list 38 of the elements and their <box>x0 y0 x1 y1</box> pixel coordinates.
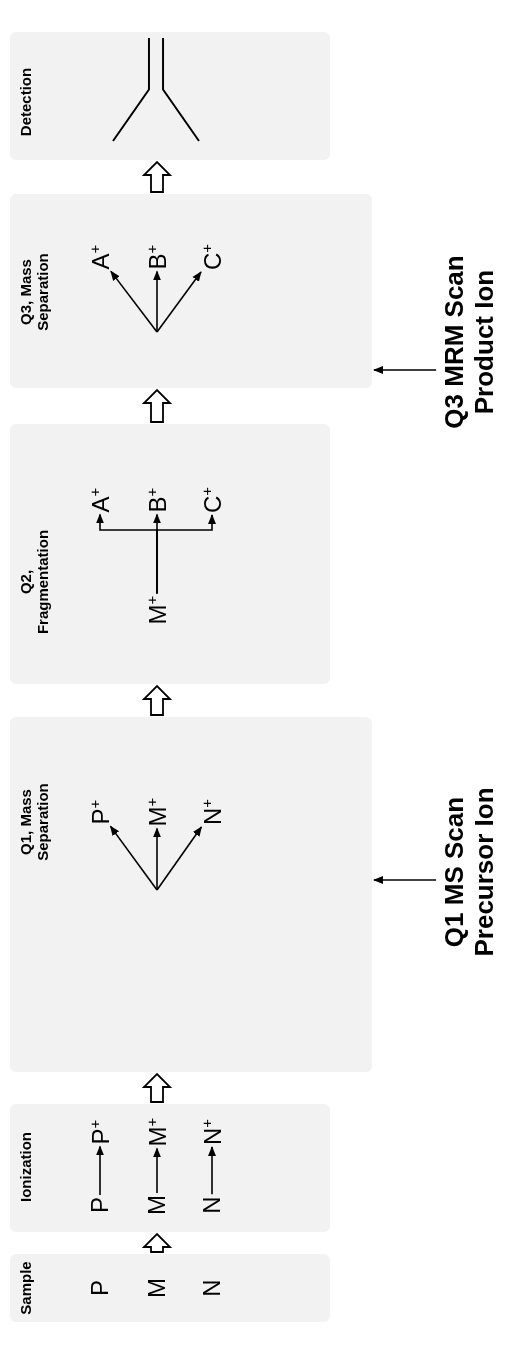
arrow <box>156 514 216 595</box>
stage-panel <box>10 717 372 1072</box>
arrow <box>373 366 437 374</box>
block-arrow <box>141 160 173 193</box>
arrow <box>110 270 158 333</box>
detector-drawing <box>112 37 200 142</box>
arrow <box>153 1147 161 1194</box>
block-arrow <box>141 388 173 423</box>
stage-panel <box>10 194 372 388</box>
block-arrow <box>141 1072 173 1103</box>
stage-heading: Q2, Fragmentation <box>18 528 51 637</box>
block-arrow <box>141 684 173 716</box>
stage-panel <box>10 424 330 684</box>
ion-label: M <box>145 1278 169 1298</box>
arrow <box>109 825 158 891</box>
stage-heading: Detection <box>18 66 35 139</box>
ion-label: M <box>145 1195 169 1215</box>
arrow <box>153 270 161 333</box>
ion-label: P <box>88 1197 112 1213</box>
arrow <box>153 827 161 891</box>
arrow <box>208 1146 216 1196</box>
stage-heading: Sample <box>18 1260 35 1317</box>
stage-panel <box>10 1104 330 1232</box>
scan-label: Q3 MRM Scan Product Ion <box>440 244 500 440</box>
ion-label: N <box>200 1279 224 1297</box>
stage-heading: Q1, Mass Separation <box>18 782 51 863</box>
arrow <box>96 1145 104 1196</box>
ion-label: P <box>88 1280 112 1296</box>
stage-heading: Q3, Mass Separation <box>18 252 51 333</box>
stage-heading: Ionization <box>18 1131 35 1204</box>
arrow <box>156 271 202 333</box>
stage-panel <box>10 1254 330 1322</box>
ion-label: N <box>200 1196 224 1214</box>
block-arrow <box>141 1232 173 1253</box>
arrow <box>373 876 437 884</box>
arrow <box>156 826 203 891</box>
scan-label: Q1 MS Scan Precursor Ion <box>440 779 500 965</box>
stage-panel <box>10 32 330 160</box>
